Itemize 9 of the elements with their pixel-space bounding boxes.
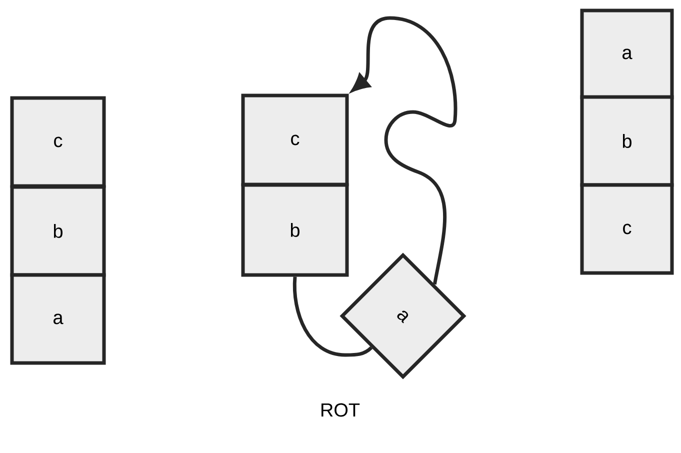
stack-box: a — [580, 8, 674, 100]
stack-box: c — [580, 183, 674, 275]
stack-box: c — [10, 96, 106, 188]
caption-label: ROT — [322, 403, 360, 417]
stack-box: b — [241, 183, 349, 277]
stack-box: b — [10, 185, 106, 277]
stack-box: b — [580, 95, 674, 187]
stack-box: c — [241, 94, 349, 186]
stack-box: a — [10, 273, 106, 365]
